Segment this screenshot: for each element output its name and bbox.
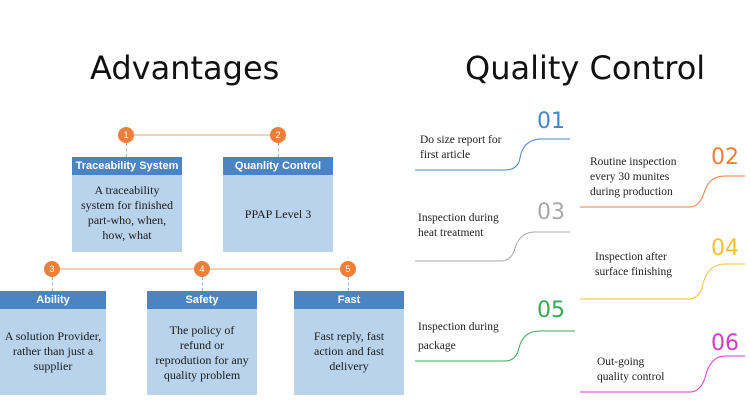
step-node-1: 1 <box>118 127 134 143</box>
card-ability: Ability A solution Provider, rather than… <box>0 291 106 395</box>
step-04-number: 04 <box>711 236 739 261</box>
card-quanlity-control: Quanlity Control PPAP Level 3 <box>223 157 333 252</box>
card-traceability-system: Traceability System A traceability syste… <box>72 157 182 252</box>
step-01-text: Do size report for first article <box>420 134 502 161</box>
step-02-line <box>580 175 745 208</box>
step-04-text: Inspection after surface finishing <box>595 251 672 278</box>
step-05-number: 05 <box>537 298 565 323</box>
step-04-line <box>580 263 745 300</box>
step-01-line <box>415 138 570 171</box>
card-body: The policy of refund or reprodution for … <box>155 323 249 382</box>
connector-stem-3 <box>52 277 53 291</box>
quality-control-title: Quality Control <box>465 49 706 87</box>
step-node-3: 3 <box>44 261 60 277</box>
step-05-line <box>415 330 575 362</box>
step-06-line <box>580 355 745 393</box>
card-title: Traceability System <box>72 157 182 175</box>
card-title: Fast <box>294 291 404 309</box>
connector-stem-2 <box>278 143 279 157</box>
step-06-number: 06 <box>711 331 739 356</box>
card-body: PPAP Level 3 <box>244 207 312 221</box>
step-03-text: Inspection during heat treatment <box>418 212 499 239</box>
step-05-text: Inspection during package <box>418 321 499 352</box>
card-safety: Safety The policy of refund or reproduti… <box>147 291 257 395</box>
step-02-text: Routine inspection every 30 munites duri… <box>590 156 677 198</box>
card-title: Safety <box>147 291 257 309</box>
card-fast: Fast Fast reply, fast action and fast de… <box>294 291 404 395</box>
card-body: A traceability system for finished part-… <box>81 183 173 242</box>
step-node-5: 5 <box>340 261 356 277</box>
connector-stem-1 <box>126 143 127 157</box>
card-title: Quanlity Control <box>223 157 333 175</box>
step-node-2: 2 <box>270 127 286 143</box>
card-body: Fast reply, fast action and fast deliver… <box>313 329 385 373</box>
connector-line-top <box>126 134 278 136</box>
card-title: Ability <box>0 291 106 309</box>
advantages-title: Advantages <box>90 49 280 87</box>
connector-stem-4 <box>202 277 203 291</box>
step-03-line <box>415 231 570 262</box>
step-06-text: Out-going quality control <box>597 356 665 383</box>
step-node-4: 4 <box>194 261 210 277</box>
step-03-number: 03 <box>537 200 565 225</box>
card-body: A solution Provider, rather than just a … <box>4 329 102 373</box>
connector-stem-5 <box>348 277 349 291</box>
step-02-number: 02 <box>711 145 739 170</box>
step-01-number: 01 <box>537 109 565 134</box>
